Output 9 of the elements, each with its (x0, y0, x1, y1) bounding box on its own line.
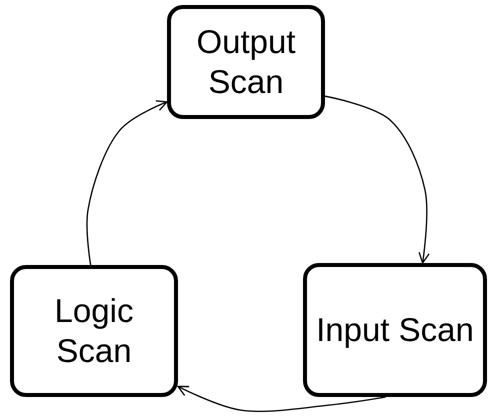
process-box (167, 5, 325, 119)
arrow (86, 100, 168, 266)
arrow (177, 386, 386, 412)
process-box (10, 265, 178, 397)
process-box (303, 263, 487, 397)
node-label: Input Scan (316, 310, 474, 350)
node-label: Output Scan (195, 22, 297, 102)
node-label: Logic Scan (54, 291, 134, 371)
arrow (324, 96, 430, 264)
